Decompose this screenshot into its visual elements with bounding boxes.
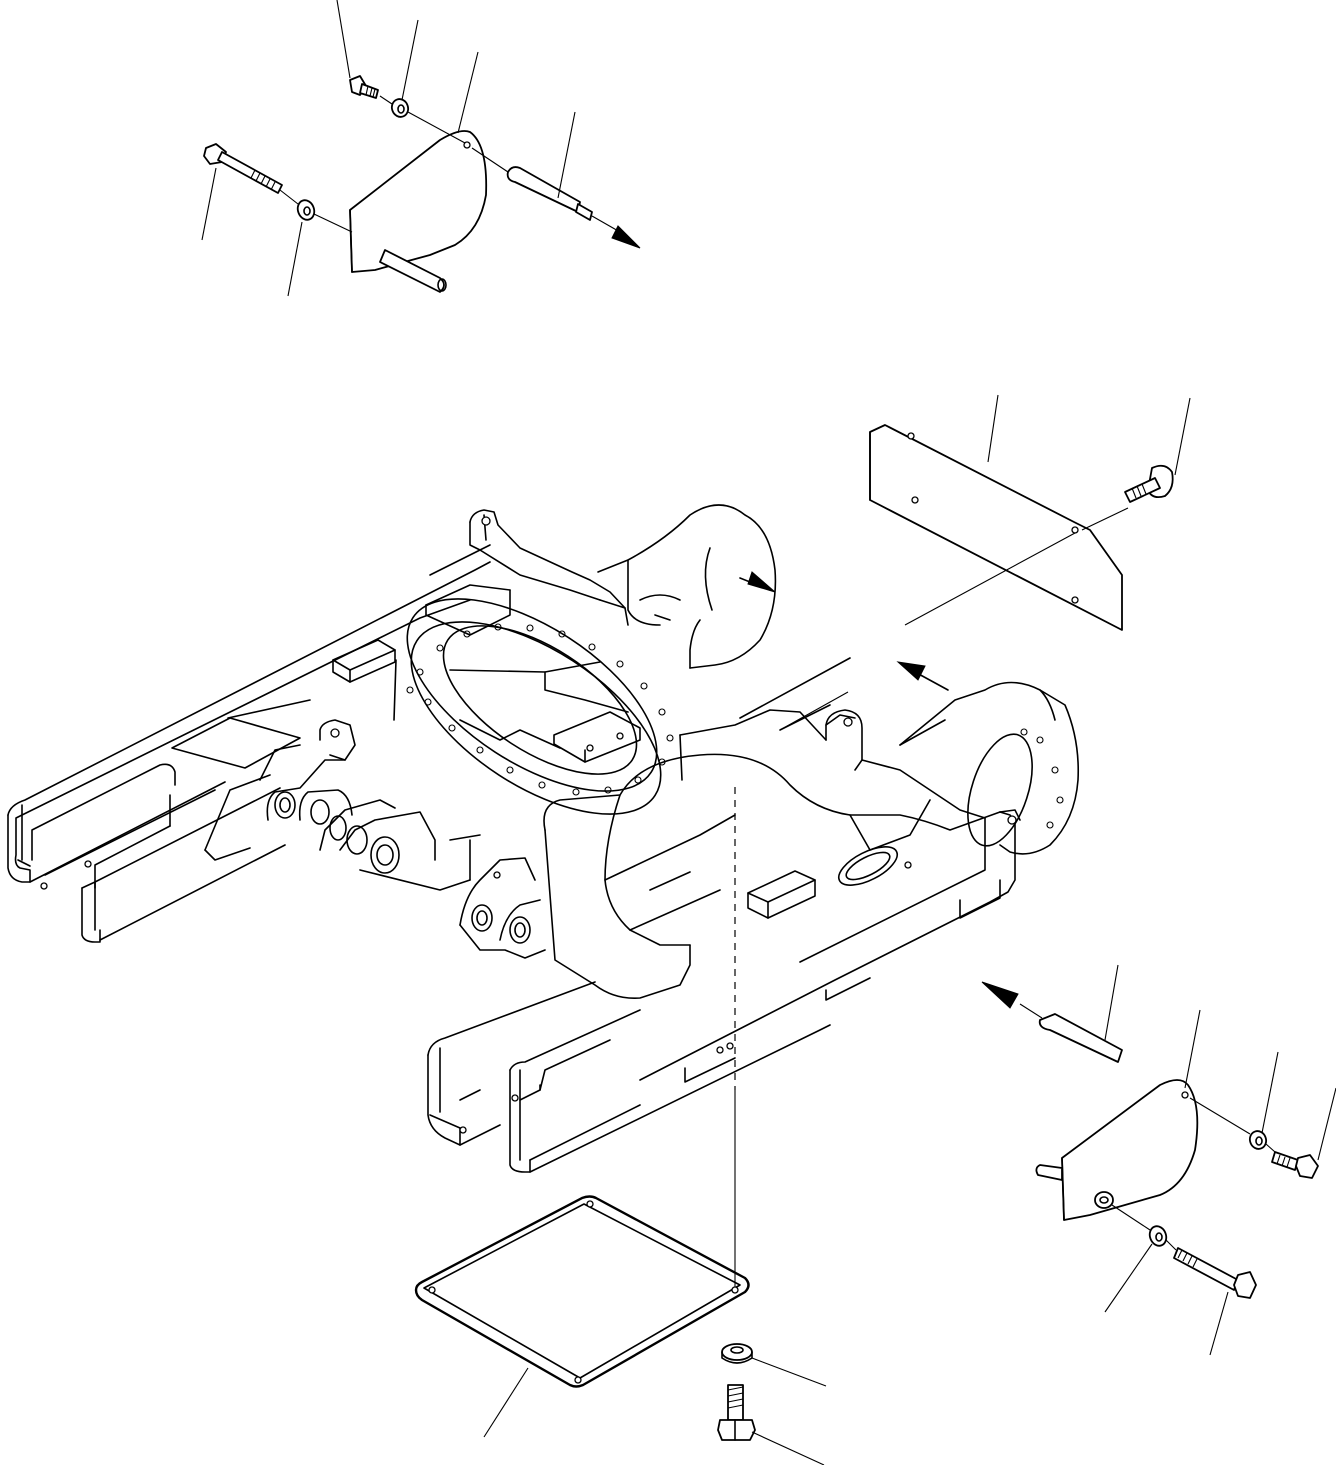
- under-cover-plate: [414, 1195, 750, 1388]
- rear-right-pin: [1035, 1164, 1063, 1181]
- rear-right-bolt: [1271, 1151, 1319, 1179]
- side-cover-arrow-icon: [896, 661, 926, 681]
- frame-arrow-icon: [747, 571, 776, 593]
- rear-right-cover-plate: [1061, 1079, 1199, 1221]
- front-left-long-bolt: [203, 143, 283, 194]
- side-cover-bolt: [1124, 464, 1174, 503]
- front-left-bolt: [349, 75, 379, 99]
- side-cover-plate: [869, 424, 1123, 631]
- rear-right-pin-2: [1038, 1013, 1123, 1063]
- side-cover-assembly: [739, 394, 1191, 731]
- rear-right-long-bolt: [1173, 1247, 1257, 1299]
- front-left-cover-assembly: [201, 0, 641, 297]
- rear-right-washer-2: [1148, 1225, 1168, 1247]
- front-left-pin: [379, 249, 445, 293]
- front-left-washer: [390, 98, 410, 118]
- front-left-washer-2: [296, 199, 316, 221]
- rear-right-cover-assembly: [981, 964, 1336, 1356]
- rear-right-arrow-icon: [981, 981, 1019, 1009]
- under-cover-assembly: [414, 787, 827, 1465]
- rear-right-washer: [1248, 1130, 1268, 1150]
- under-cover-washer: [721, 1343, 753, 1364]
- under-cover-bolt: [717, 1384, 756, 1441]
- front-left-arrow-icon: [611, 225, 641, 249]
- front-left-cover-plate: [349, 130, 488, 273]
- front-left-pin-2: [506, 166, 593, 221]
- track-frame: [7, 504, 1080, 1173]
